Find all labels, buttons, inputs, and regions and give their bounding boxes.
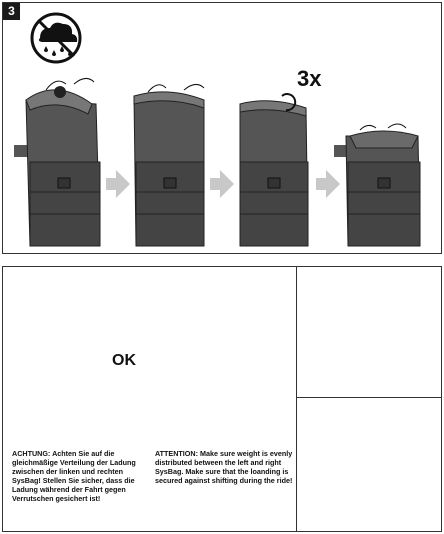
- warning-lead-de: ACHTUNG:: [12, 449, 51, 458]
- arrow-right-icon: [106, 170, 340, 198]
- warning-body-en: Make sure weight is evenly distributed b…: [155, 449, 293, 485]
- warning-lead-en: ATTENTION:: [155, 449, 198, 458]
- warning-text-en: ATTENTION: Make sure weight is evenly di…: [155, 449, 295, 485]
- warning-text-de: ACHTUNG: Achten Sie auf die gleichmäßige…: [12, 449, 152, 503]
- step-number-badge: 3: [3, 3, 20, 20]
- repeat-count-label: 3x: [297, 66, 322, 91]
- kg-label-unbalanced: kg: [262, 322, 272, 331]
- divider-vertical: [296, 267, 297, 531]
- kg-label-right: kg: [114, 320, 124, 329]
- divider-horizontal: [296, 397, 442, 398]
- bag-step-1: [14, 78, 101, 247]
- warning-panel: [2, 266, 442, 532]
- warning-body-de: Achten Sie auf die gleichmäßige Verteilu…: [12, 449, 136, 503]
- bag-step-4: [334, 123, 421, 247]
- ok-label: OK: [112, 352, 136, 369]
- bag-step-3: [239, 93, 309, 247]
- bag-step-2: [133, 84, 205, 247]
- kg-label-left: kg: [28, 320, 38, 329]
- rain-cloud-crossed-icon: [30, 12, 82, 64]
